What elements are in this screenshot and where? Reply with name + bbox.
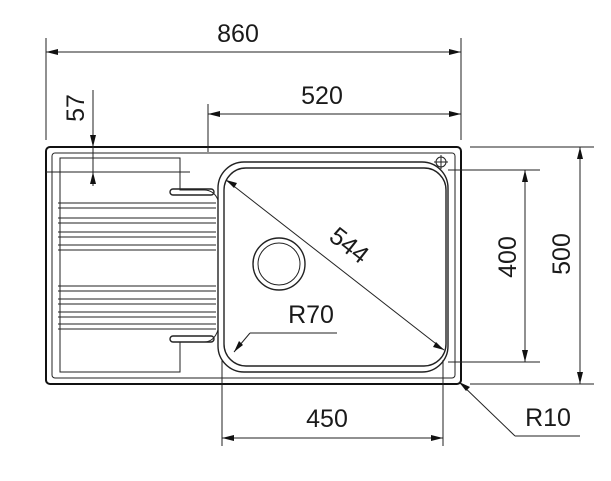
dimension-400-label: 400: [494, 236, 522, 278]
dimension-450: 450: [221, 360, 444, 446]
dimension-860-label: 860: [217, 20, 259, 48]
mounting-clip-lower: [169, 335, 215, 343]
dimension-450-label: 450: [306, 405, 348, 433]
dimension-57: 57: [46, 90, 190, 186]
dimension-544: 544: [225, 179, 445, 351]
drainer-outline: [59, 157, 219, 373]
bowl-outer-rim: [217, 161, 449, 373]
tap-hole-mark: [434, 155, 448, 169]
drainer-ribs-upper: [58, 202, 216, 251]
sink-inner-edge: [51, 152, 456, 379]
drain-hole-inner: [257, 242, 301, 286]
dimension-r10: R10: [458, 381, 580, 437]
dimension-500: 500: [470, 146, 594, 385]
dimension-r70: R70: [233, 301, 337, 353]
drainer-board: [58, 157, 219, 373]
drain-hole-outer: [252, 237, 306, 291]
dimension-860: 860: [45, 20, 462, 140]
sink-outline: [45, 146, 462, 385]
mounting-clip-upper: [169, 188, 215, 196]
dimension-500-label: 500: [548, 233, 576, 275]
dimension-r10-label: R10: [525, 404, 571, 432]
drainer-ribs-lower: [58, 285, 216, 330]
sink-outer-edge: [45, 146, 462, 385]
dimension-57-label: 57: [62, 94, 90, 122]
dimension-400: 400: [448, 169, 540, 363]
dimension-520: 520: [207, 82, 461, 152]
sink-bowl: [217, 155, 449, 373]
bowl-inner-rim: [223, 167, 447, 367]
dimension-r70-label: R70: [288, 301, 334, 329]
dimension-520-label: 520: [301, 82, 343, 110]
